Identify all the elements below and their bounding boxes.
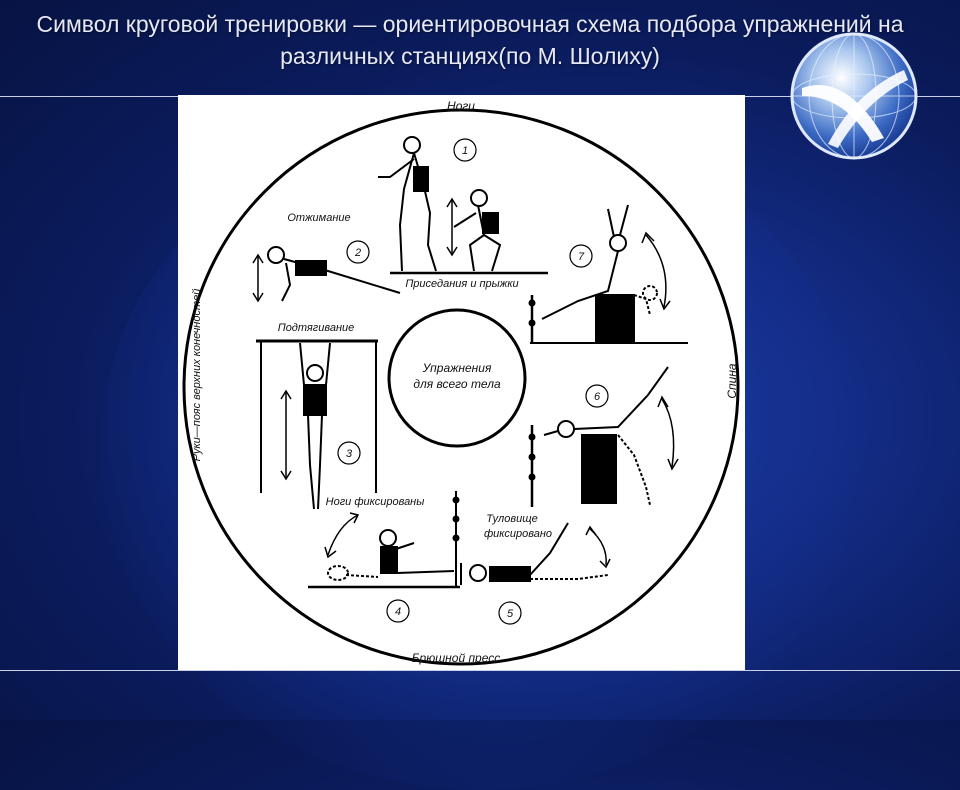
globe-logo <box>790 32 918 160</box>
station-1-squats-jumps <box>378 136 548 275</box>
label-torso-fixed-2: фиксировано <box>484 528 552 540</box>
center-circle <box>387 308 527 448</box>
region-abs: Брюшной пресс <box>412 651 501 665</box>
center-label-line2: для всего тела <box>413 377 501 391</box>
region-back: Спина <box>725 363 739 399</box>
label-squats: Приседания и прыжки <box>405 278 518 290</box>
slide-title: Символ круговой тренировки — ориентирово… <box>36 11 904 69</box>
bottom-divider <box>0 670 960 671</box>
label-torso-fixed-1: Туловище <box>486 513 537 525</box>
svg-text:3: 3 <box>346 448 353 460</box>
svg-text:7: 7 <box>578 251 585 263</box>
station-number-3: 3 <box>337 441 361 465</box>
diagram-panel: Упражнения для всего тела Ноги Брюшной п… <box>178 95 745 670</box>
svg-text:6: 6 <box>594 391 601 403</box>
label-legs-fixed: Ноги фиксированы <box>326 496 425 508</box>
station-4-situps <box>308 491 460 589</box>
center-label-line1: Упражнения <box>422 361 492 375</box>
station-2-pushups <box>252 246 401 303</box>
station-number-5: 5 <box>498 601 522 625</box>
station-number-1: 1 <box>453 138 477 162</box>
outer-circle <box>182 108 740 666</box>
region-legs: Ноги <box>447 99 475 113</box>
svg-text:5: 5 <box>507 608 514 620</box>
station-6-back-extension <box>528 366 679 507</box>
label-pushups: Отжимание <box>287 212 350 224</box>
svg-text:2: 2 <box>354 247 361 259</box>
svg-text:4: 4 <box>395 606 401 618</box>
station-number-4: 4 <box>386 599 410 623</box>
station-number-7: 7 <box>569 244 593 268</box>
circuit-diagram: Упражнения для всего тела Ноги Брюшной п… <box>182 99 740 666</box>
station-number-6: 6 <box>585 384 609 408</box>
label-pullups: Подтягивание <box>278 322 355 334</box>
station-7-upper-back-extension <box>528 204 688 344</box>
station-5-leg-raises <box>460 522 611 585</box>
station-3-pullups <box>256 339 378 510</box>
station-number-2: 2 <box>346 240 370 264</box>
region-arms: Руки—пояс верхних конечностей <box>191 289 203 462</box>
svg-text:1: 1 <box>462 145 468 157</box>
